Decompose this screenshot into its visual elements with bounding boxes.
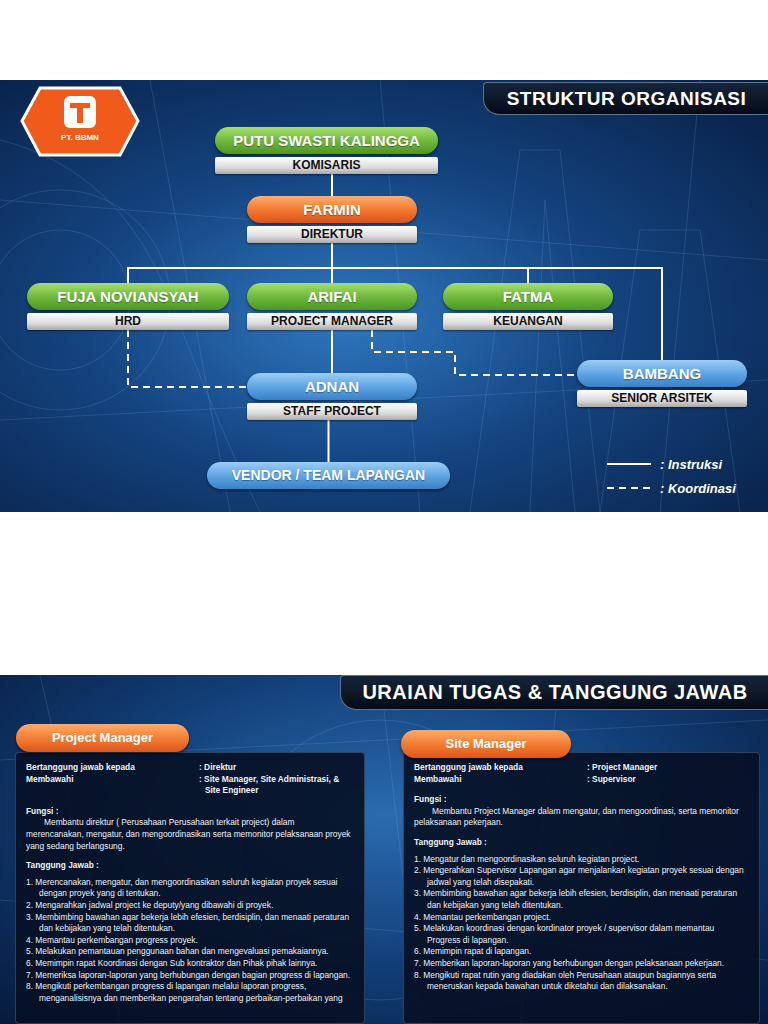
connector-line xyxy=(128,330,247,387)
assignment-key: Bertanggung jawab kepada xyxy=(414,762,587,774)
org-box: FARMIN DIREKTUR xyxy=(247,196,417,243)
duty-item: 5. Melakukan pemantauan penggunaan bahan… xyxy=(26,946,354,958)
legend-row: : Koordinasi xyxy=(606,476,736,500)
legend-row: : Instruksi xyxy=(606,452,736,476)
assignment-key: Bertanggung jawab kepada xyxy=(26,762,199,774)
duty-item: 3. Membimbing bawahan agar bekerja lebih… xyxy=(26,912,354,935)
duty-panel: Site ManagerBertanggung jawab kepada: Pr… xyxy=(403,752,760,1024)
duty-item: 6. Memimpin rapat Koordinasi dengan Sub … xyxy=(26,958,354,970)
connector xyxy=(332,330,333,373)
section-banner: URAIAN TUGAS & TANGGUNG JAWAB xyxy=(340,675,768,710)
legend-line xyxy=(607,487,651,489)
duty-item: 2. Mengerahkan Supervisor Lapangan agar … xyxy=(414,865,749,888)
legend: : Instruksi : Koordinasi xyxy=(606,452,736,500)
role-bar: HRD xyxy=(27,313,229,330)
name-pill: PUTU SWASTI KALINGGA xyxy=(215,127,438,154)
title-slot: STRUKTUR ORGANISASI xyxy=(484,83,768,114)
assignment-value: : Project Manager xyxy=(587,762,749,774)
role-bar: SENIOR ARSITEK xyxy=(577,390,747,407)
duty-panel: Project ManagerBertanggung jawab kepada:… xyxy=(15,752,365,1024)
duty-item: 3. Membimbing bawahan agar bekerja lebih… xyxy=(414,888,749,911)
org-box: FUJA NOVIANSYAH HRD xyxy=(27,283,229,330)
connector xyxy=(128,243,332,283)
connector xyxy=(372,330,577,375)
name-pill: FARMIN xyxy=(247,196,417,223)
org-box: ARIFAI PROJECT MANAGER xyxy=(247,283,417,330)
assignment-key: Membawahi xyxy=(414,774,587,786)
duty-item: 8. Mengikuti perkembangan progress di la… xyxy=(26,981,354,1004)
section-label: Fungsi : xyxy=(414,794,749,806)
connector xyxy=(332,174,333,196)
duty-item: 1. Mengatur dan mengoordinasikan seluruh… xyxy=(414,854,749,866)
assignment-value: : Supervisor xyxy=(587,774,749,786)
duty-item: 7. Memberikan laporan-laporan yang berhu… xyxy=(414,958,749,970)
org-box: FATMA KEUANGAN xyxy=(443,283,613,330)
duty-item: 4. Memantau perkembangan progress proyek… xyxy=(26,935,354,947)
legend-line xyxy=(607,463,651,465)
connector-line xyxy=(128,243,332,283)
connector xyxy=(128,330,247,387)
section-slot: URAIAN TUGAS & TANGGUNG JAWAB xyxy=(341,676,768,709)
duty-item: 8. Mengikuti rapat rutin yang diadakan o… xyxy=(414,970,749,993)
section-label: Tanggung Jawab : xyxy=(26,860,354,872)
org-box: VENDOR / TEAM LAPANGAN xyxy=(207,462,450,489)
name-pill: ADNAN xyxy=(247,373,417,400)
duty-item: 1. Merencanakan, mengatur, dan mengoordi… xyxy=(26,877,354,900)
legend-sample xyxy=(606,483,652,493)
assignment-key: Membawahi xyxy=(26,774,199,797)
connector-line xyxy=(331,174,333,196)
duty-item: 7. Memeriksa laporan-laporan yang berhub… xyxy=(26,970,354,982)
connector xyxy=(328,420,329,462)
connector xyxy=(332,243,528,283)
section-label: Tanggung Jawab : xyxy=(414,837,749,849)
legend-text: : Koordinasi xyxy=(660,481,736,496)
connector-line xyxy=(372,330,577,375)
assignment-value: : Direktur xyxy=(199,762,354,774)
assignment-grid: Bertanggung jawab kepada: Project Manage… xyxy=(414,762,749,785)
legend-sample xyxy=(606,459,652,469)
name-pill: FUJA NOVIANSYAH xyxy=(27,283,229,310)
panel-body: Bertanggung jawab kepada: DirekturMembaw… xyxy=(16,753,364,1004)
duty-item: 2. Mengarahkan jadwal project ke deputy/… xyxy=(26,900,354,912)
title-banner: STRUKTUR ORGANISASI xyxy=(483,82,768,115)
name-pill: FATMA xyxy=(443,283,613,310)
name-pill: ARIFAI xyxy=(247,283,417,310)
logo-text: PT. BBMN xyxy=(30,133,130,142)
assignment-grid: Bertanggung jawab kepada: DirekturMembaw… xyxy=(26,762,354,797)
duty-item: 4. Memantau perkembangan project. xyxy=(414,912,749,924)
panel-heading: Project Manager xyxy=(16,724,189,752)
role-bar: PROJECT MANAGER xyxy=(247,313,417,330)
duty-item: 5. Melakukan koordinasi dengan kordinato… xyxy=(414,923,749,946)
panel-heading: Site Manager xyxy=(401,730,571,758)
role-bar: DIREKTUR xyxy=(247,226,417,243)
name-pill: VENDOR / TEAM LAPANGAN xyxy=(207,462,450,489)
org-box: PUTU SWASTI KALINGGA KOMISARIS xyxy=(215,127,438,174)
legend-text: : Instruksi xyxy=(660,457,722,472)
org-box: BAMBANG SENIOR ARSITEK xyxy=(577,360,747,407)
connector-line xyxy=(328,420,330,462)
connector-line xyxy=(331,330,333,373)
panel-body: Bertanggung jawab kepada: Project Manage… xyxy=(404,753,759,993)
role-bar: KEUANGAN xyxy=(443,313,613,330)
connector-line xyxy=(332,243,528,283)
section-title: URAIAN TUGAS & TANGGUNG JAWAB xyxy=(341,676,768,709)
function-text: Membantu Project Manager dalam mengatur,… xyxy=(414,806,749,829)
org-box: ADNAN STAFF PROJECT xyxy=(247,373,417,420)
section-label: Fungsi : xyxy=(26,806,354,818)
diagram-title: STRUKTUR ORGANISASI xyxy=(484,83,768,114)
function-text: Membantu direktur ( Perusahaan Perusahaa… xyxy=(26,817,354,852)
name-pill: BAMBANG xyxy=(577,360,747,387)
duty-item: 6. Memimpin rapat di lapangan. xyxy=(414,946,749,958)
role-bar: KOMISARIS xyxy=(215,157,438,174)
assignment-value: : Site Manager, Site Administrasi, & Sit… xyxy=(199,774,354,797)
role-bar: STAFF PROJECT xyxy=(247,403,417,420)
